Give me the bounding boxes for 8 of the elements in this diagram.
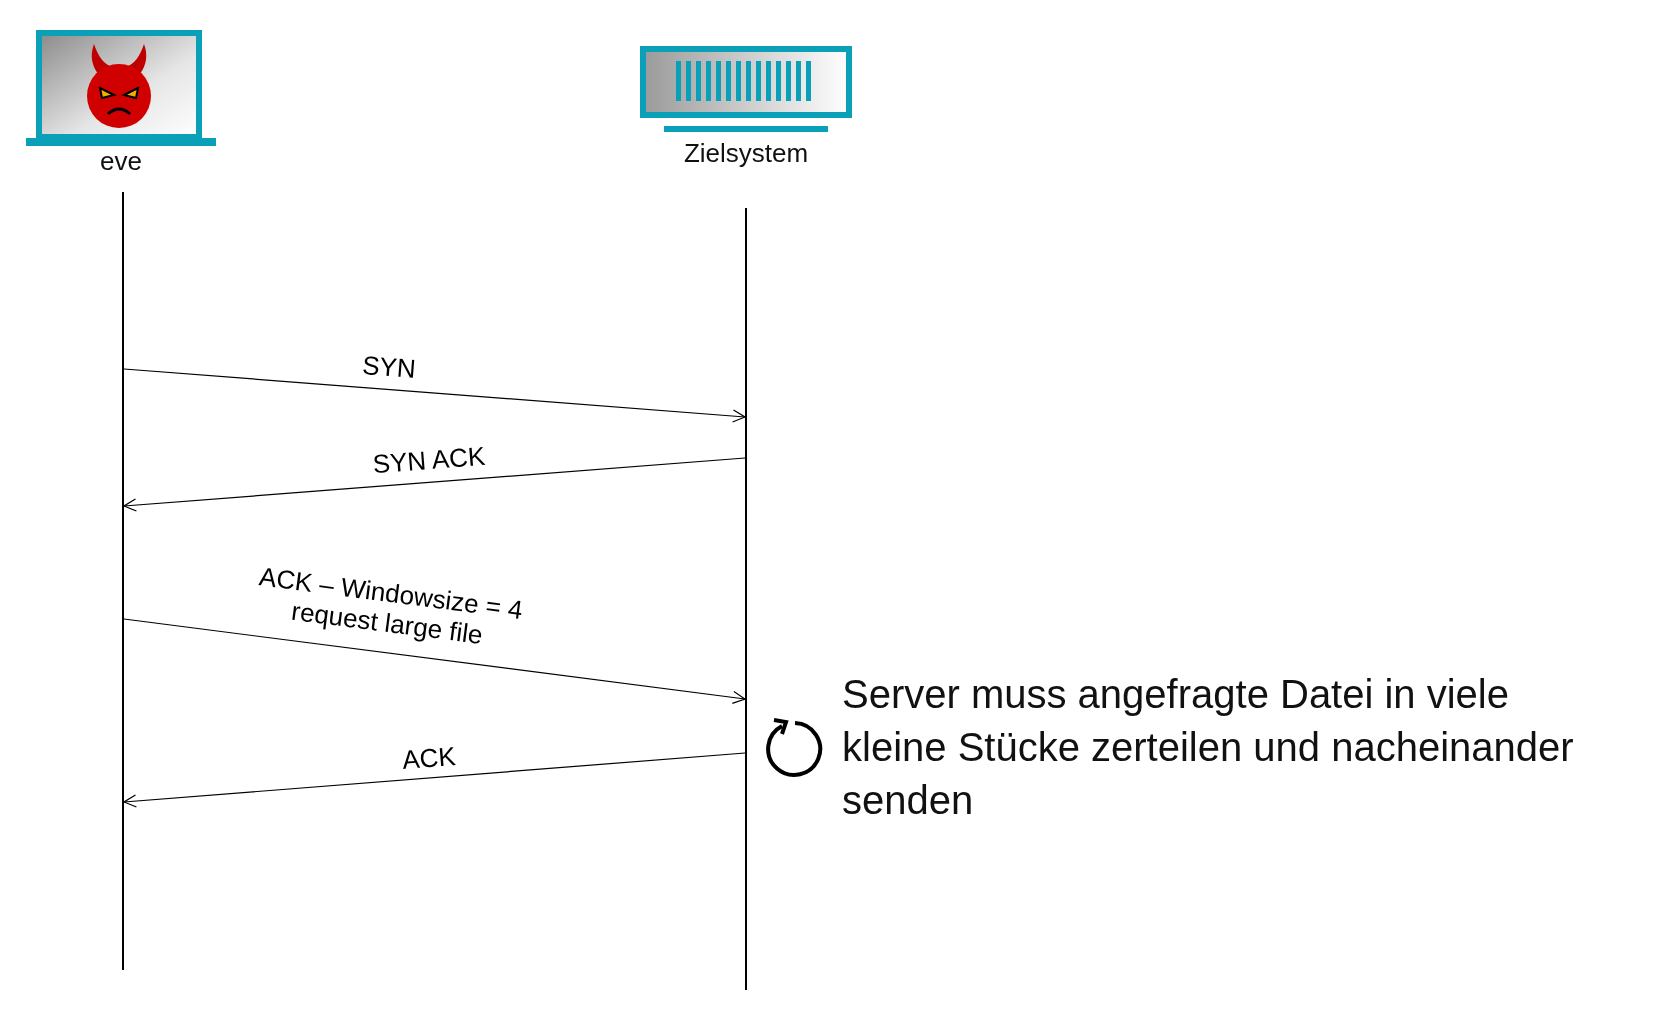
participant-lifeline <box>26 30 216 970</box>
message-arrow <box>123 368 746 423</box>
message-arrow <box>123 752 746 808</box>
participant-name: eve <box>99 146 143 177</box>
note-text: Server muss angefragte Datei in viele kleine Stücke zerteilen und nacheinander senden <box>842 671 1575 824</box>
participant-name: Zielsystem <box>682 138 810 169</box>
message-arrow <box>123 618 746 704</box>
message-arrow <box>123 457 746 512</box>
